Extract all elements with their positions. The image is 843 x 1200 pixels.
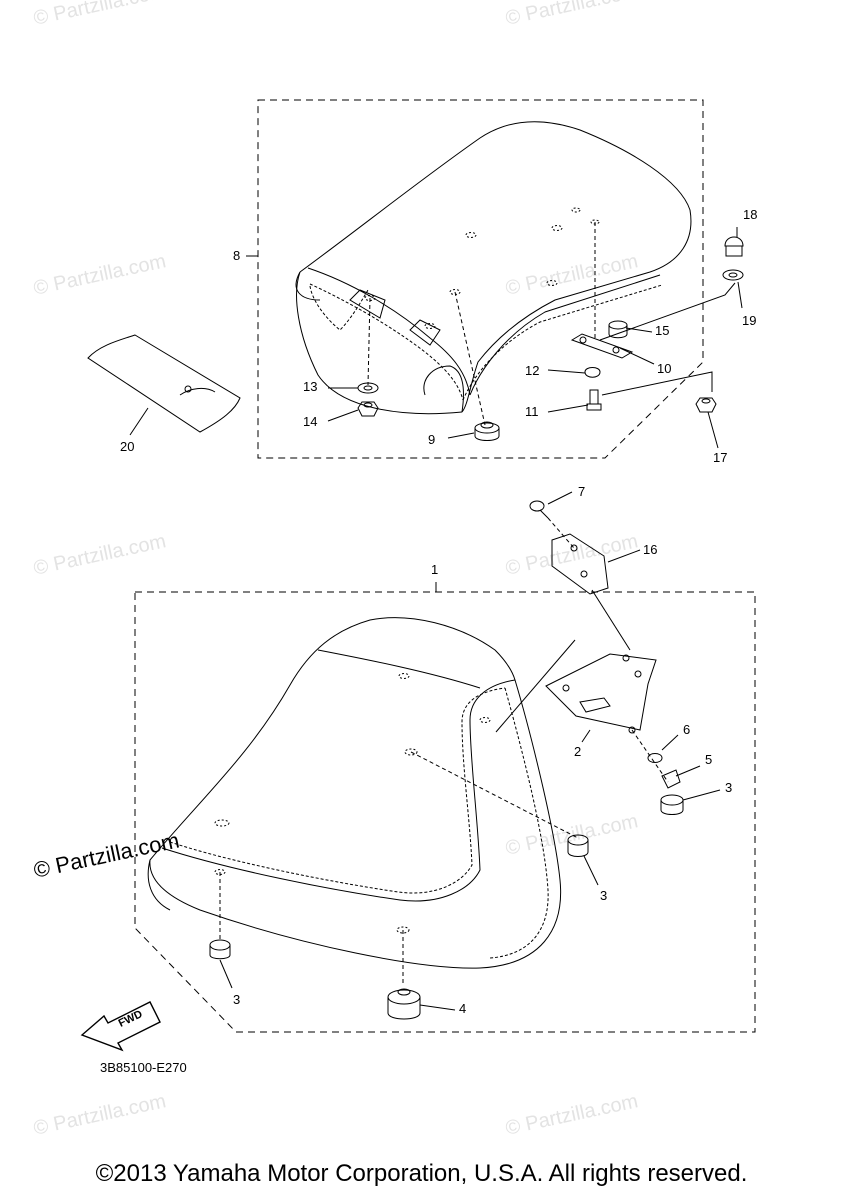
copyright-notice: ©2013 Yamaha Motor Corporation, U.S.A. A… bbox=[95, 1160, 748, 1187]
callout-13: 13 bbox=[303, 379, 318, 394]
callout-16: 16 bbox=[643, 542, 658, 557]
part-3-damper-b bbox=[209, 939, 231, 960]
part-17-nut bbox=[695, 397, 717, 413]
callout-14: 14 bbox=[303, 414, 318, 429]
part-16-bracket bbox=[551, 533, 609, 595]
part-11-bolt bbox=[586, 389, 602, 411]
callout-20: 20 bbox=[120, 439, 135, 454]
callout-9: 9 bbox=[428, 432, 436, 447]
callout-6: 6 bbox=[683, 722, 691, 737]
part-20-seat-cover bbox=[87, 334, 241, 433]
callout-3: 3 bbox=[233, 992, 241, 1007]
front-seat-group-box bbox=[134, 591, 756, 1033]
part-14-nut bbox=[357, 401, 379, 417]
part-10-bracket bbox=[570, 333, 634, 359]
callout-4: 4 bbox=[459, 1001, 467, 1016]
fwd-arrow-icon bbox=[80, 1001, 161, 1052]
part-2-bracket bbox=[545, 653, 657, 734]
part-6-washer bbox=[647, 753, 663, 763]
callout-18: 18 bbox=[743, 207, 758, 222]
part-12-washer bbox=[584, 367, 601, 378]
callout-3: 3 bbox=[600, 888, 608, 903]
callout-10: 10 bbox=[657, 361, 672, 376]
callout-19: 19 bbox=[742, 313, 757, 328]
callout-5: 5 bbox=[705, 752, 713, 767]
callout-17: 17 bbox=[713, 450, 728, 465]
part-15-grommet bbox=[608, 320, 628, 339]
part-4-damper bbox=[387, 988, 421, 1020]
callout-8: 8 bbox=[233, 248, 241, 263]
part-7-bolt bbox=[529, 500, 549, 519]
rear-seat-outline bbox=[295, 121, 692, 415]
part-3-damper-a bbox=[567, 834, 589, 857]
callout-2: 2 bbox=[574, 744, 582, 759]
part-3-damper-c bbox=[660, 794, 684, 815]
callout-11: 11 bbox=[525, 404, 539, 419]
callout-3: 3 bbox=[725, 780, 733, 795]
part-18-cap-nut bbox=[724, 236, 744, 257]
rear-seat-group-box bbox=[257, 99, 704, 459]
diagram-code: 3B85100-E270 bbox=[100, 1060, 187, 1075]
callout-7: 7 bbox=[578, 484, 586, 499]
callout-12: 12 bbox=[525, 363, 540, 378]
callout-15: 15 bbox=[655, 323, 670, 338]
part-9-damper bbox=[474, 421, 500, 441]
part-19-washer bbox=[722, 269, 744, 281]
callout-1: 1 bbox=[431, 562, 439, 577]
front-seat-outline bbox=[147, 617, 562, 969]
part-5-bolt bbox=[661, 769, 681, 789]
